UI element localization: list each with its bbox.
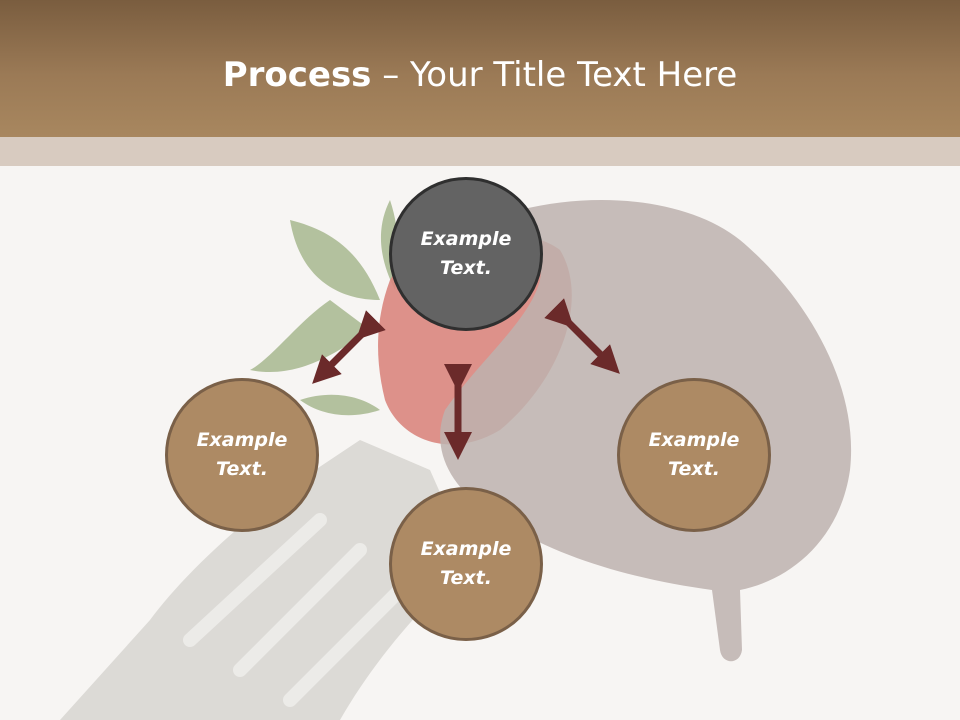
process-node-center-label: Example Text. [420, 228, 512, 279]
process-node-right-label: Example Text. [648, 429, 740, 480]
process-node-bottom-label: Example Text. [420, 538, 512, 589]
process-node-center[interactable]: Example Text. [389, 177, 543, 331]
process-node-bottom[interactable]: Example Text. [389, 487, 543, 641]
process-node-right[interactable]: Example Text. [617, 378, 771, 532]
title-rest-part: – Your Title Text Here [371, 55, 738, 95]
title-bold-part: Process [222, 55, 372, 95]
slide-title: Process – Your Title Text Here [0, 50, 960, 100]
title-accent-band [0, 137, 960, 166]
process-node-left-label: Example Text. [196, 429, 288, 480]
process-node-left[interactable]: Example Text. [165, 378, 319, 532]
strawberry-leaves-image [250, 200, 399, 416]
title-bar [0, 0, 960, 137]
